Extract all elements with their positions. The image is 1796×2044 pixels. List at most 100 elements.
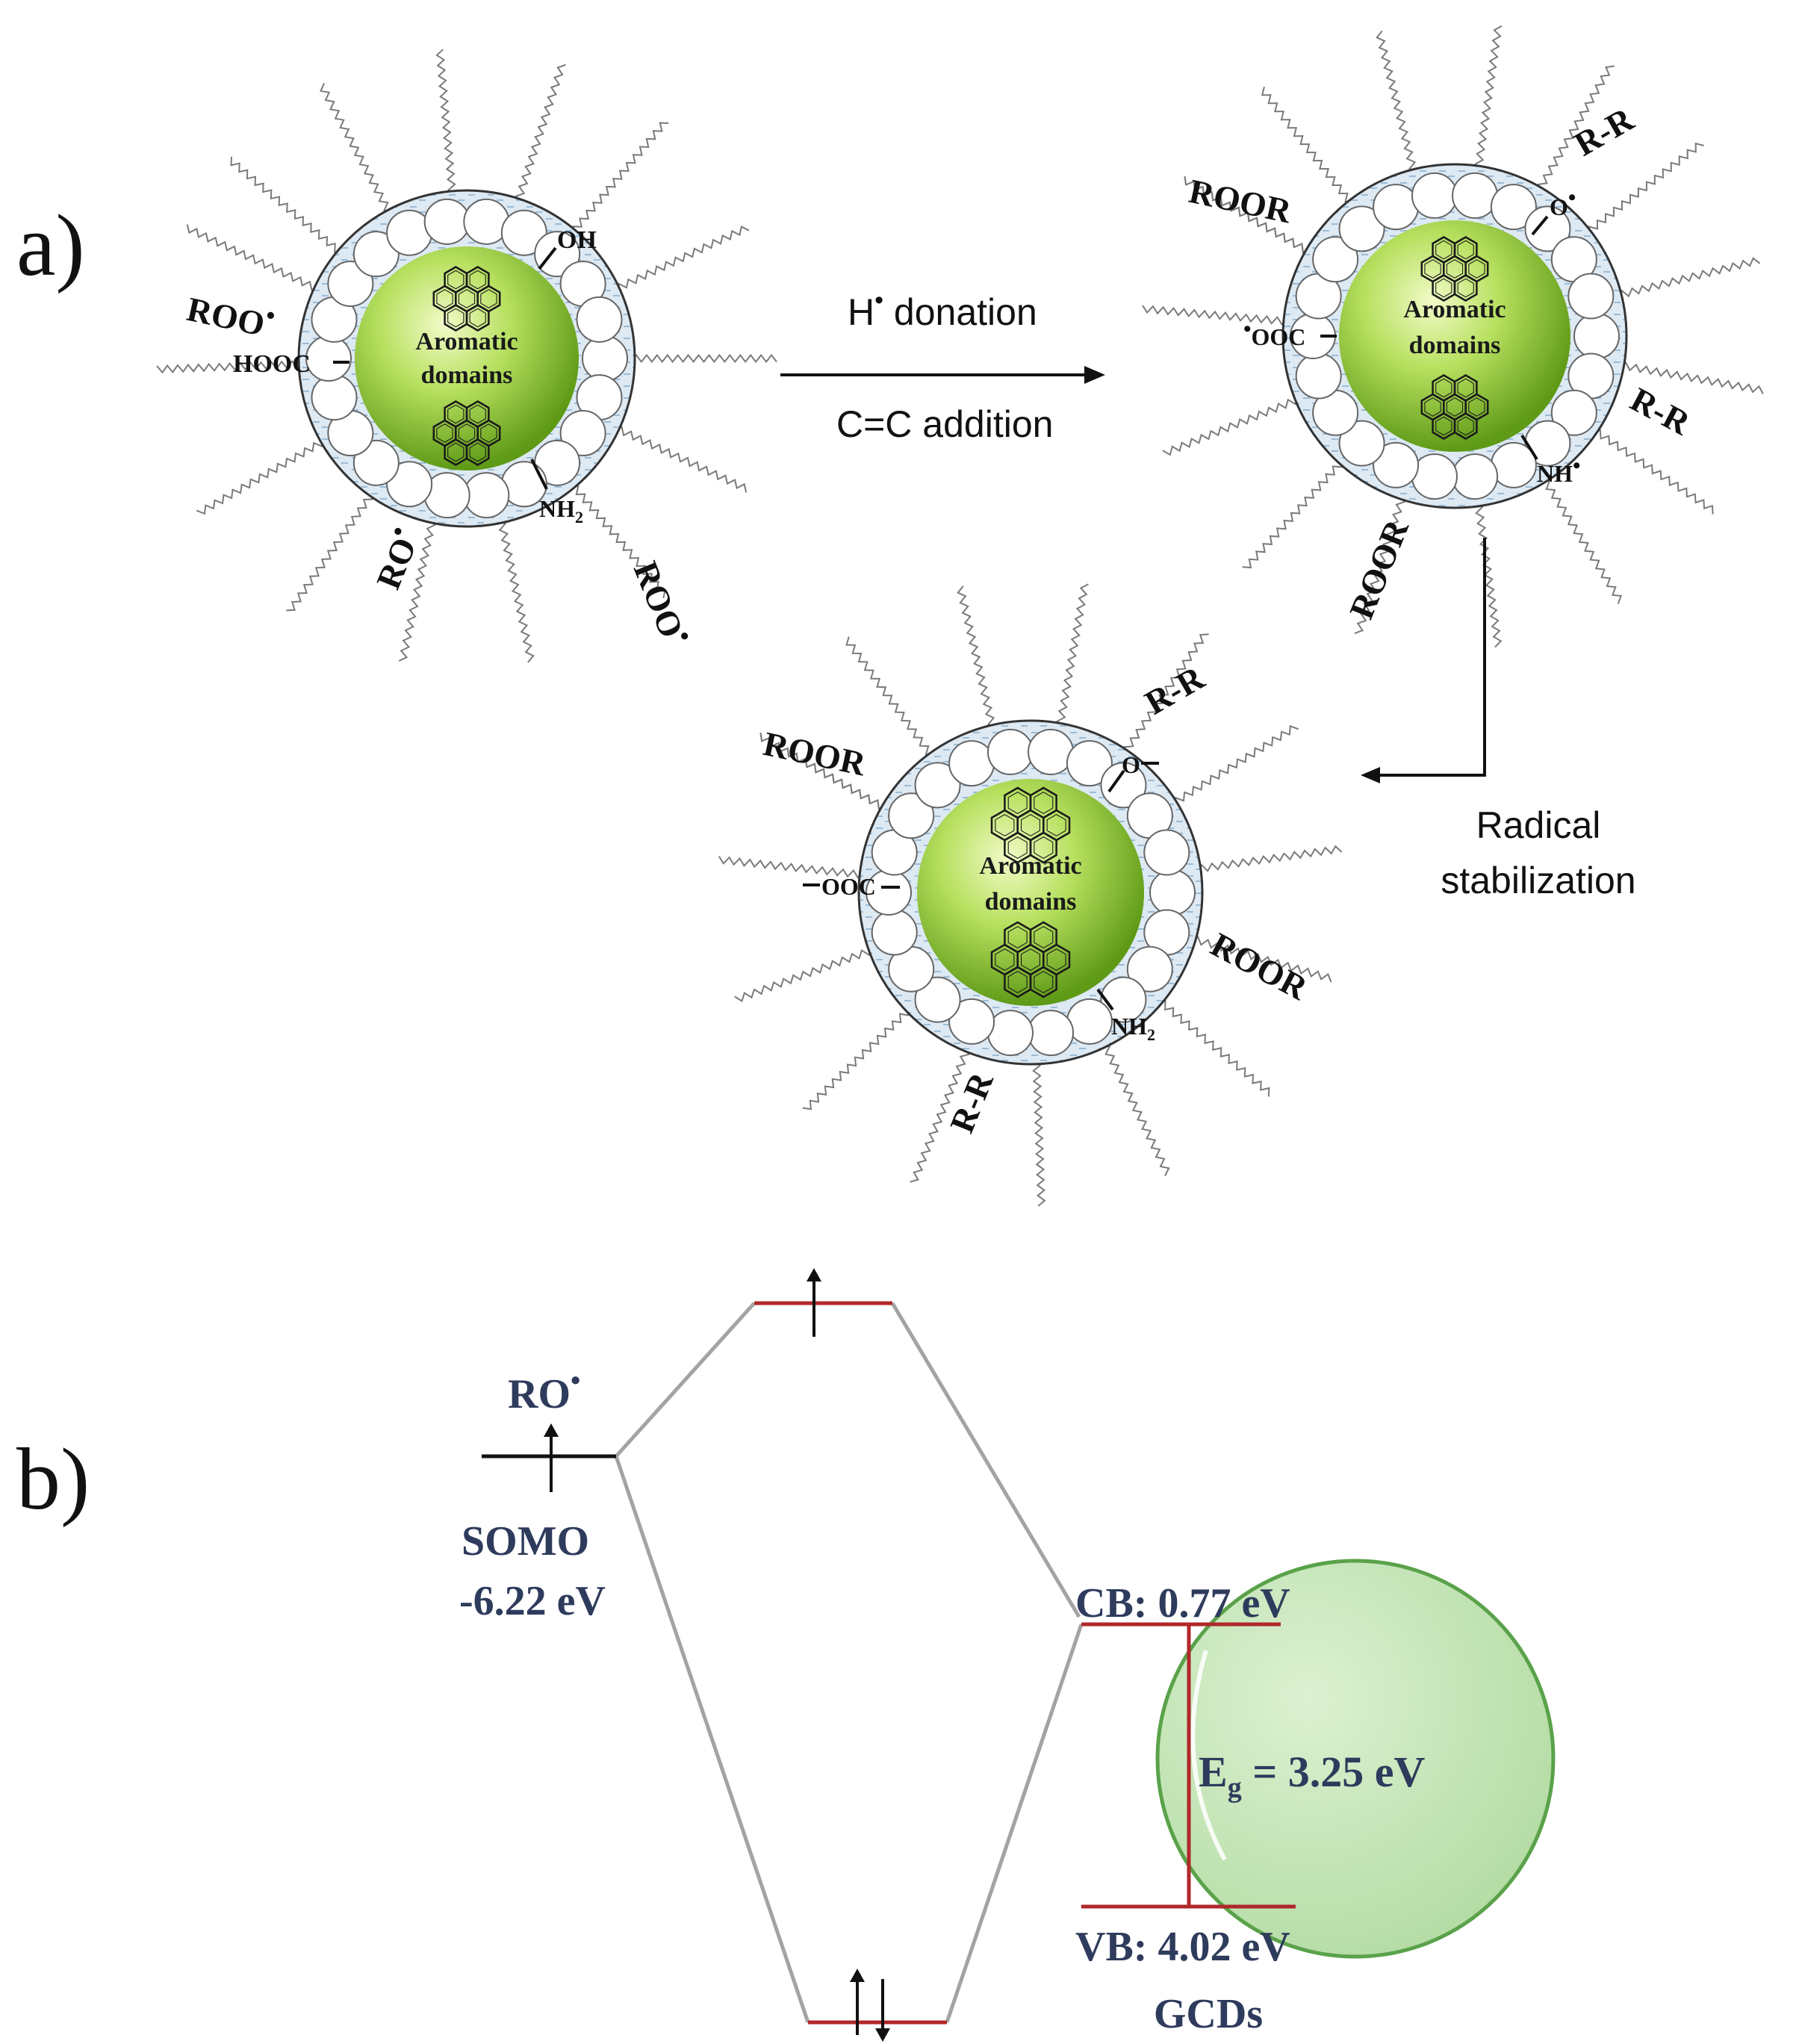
polymer-chain	[1190, 936, 1332, 983]
benzene-ring-inner	[1046, 948, 1066, 972]
nh2-group: NH2	[539, 495, 583, 526]
nh-radical-text: NH	[1537, 460, 1573, 487]
o-radical-text: O	[1550, 193, 1568, 220]
benzene-ring-inner	[1034, 925, 1054, 949]
o-radical-bond	[1531, 215, 1549, 236]
benzene-ring-inner	[1424, 259, 1441, 279]
benzene-ring-inner	[1457, 378, 1474, 398]
particle-1-chains	[156, 49, 777, 663]
nh-radical-bond	[1520, 434, 1538, 461]
gcd-sphere	[1155, 1559, 1556, 1959]
polymer-chain	[1101, 1044, 1170, 1176]
o-radical: O•	[1550, 185, 1576, 220]
shell-bead	[1295, 352, 1342, 400]
polymer-chain	[435, 49, 456, 196]
ro-radical: RO•	[364, 522, 426, 594]
benzene-ring-inner	[480, 289, 497, 308]
shell-bead	[1373, 184, 1420, 231]
antibonding-to-cb-line	[890, 1302, 1081, 1618]
arrow-label-bottom: C=C addition	[836, 403, 1053, 445]
polymer-chain	[1354, 494, 1406, 635]
gcds-label: GCDs	[1154, 1991, 1263, 2037]
polymer-chain	[572, 122, 669, 235]
polymer-chain	[1474, 502, 1503, 648]
particle-2-aromatic-rings-top	[1420, 236, 1489, 302]
shell-bead	[386, 461, 433, 508]
ooc-radical: •OOC	[1243, 317, 1305, 350]
benzene-ring-inner	[1021, 948, 1040, 972]
antibonding-electron-up-arrow	[807, 1268, 821, 1282]
roo-left-text: ROO	[184, 290, 268, 344]
benzene-ring-inner	[1007, 791, 1028, 815]
stabilization-label-line2: stabilization	[1441, 860, 1635, 901]
shell-bead	[948, 998, 995, 1045]
arrow-label-h-dot: •	[874, 286, 883, 314]
shell-bead	[1452, 172, 1499, 219]
benzene-ring-inner	[1435, 240, 1452, 260]
shell-bead	[1028, 728, 1075, 775]
somo-energy: -6.22 eV	[459, 1578, 606, 1624]
benzene-ring-inner	[1457, 416, 1474, 436]
polymer-chain	[718, 856, 865, 879]
benzene-ring	[1453, 374, 1478, 402]
bonding-to-gcd-line	[945, 1624, 1084, 2023]
polymer-chain	[186, 224, 320, 291]
shell-bead	[986, 1010, 1034, 1057]
polymer-chain	[497, 519, 535, 663]
nh2-p3-group: NH2	[1111, 1013, 1155, 1044]
ro-radical-label: RO•	[508, 1365, 580, 1417]
gcd-sphere-highlight	[1190, 1650, 1227, 1861]
polymer-chain	[515, 63, 566, 204]
benzene-ring-inner	[1007, 836, 1028, 860]
oh-bond	[538, 246, 557, 270]
hooc-group: HOOC	[233, 350, 311, 378]
benzene-ring	[465, 304, 490, 332]
polymer-chain	[1541, 479, 1623, 604]
benzene-ring-inner	[1446, 259, 1464, 279]
polymer-chain	[630, 353, 777, 364]
shell-bead	[1100, 762, 1147, 809]
shell-bead	[305, 335, 352, 382]
shell-bead	[1100, 976, 1147, 1023]
shell-bead	[1028, 1010, 1075, 1057]
shell-bead	[327, 260, 374, 307]
benzene-ring-inner	[1007, 970, 1028, 994]
particle-1-core-label-line1: Aromatic	[415, 328, 518, 355]
shell-bead	[534, 231, 581, 278]
polymer-chain	[1032, 1060, 1046, 1207]
shell-bead	[576, 296, 623, 343]
shell-bead	[888, 792, 935, 839]
polymer-chain	[1619, 361, 1764, 394]
ooc-minus: OOC	[821, 873, 876, 900]
benzene-ring-inner	[1457, 278, 1474, 298]
polymer-chain	[1142, 305, 1288, 326]
benzene-ring-inner	[1034, 791, 1054, 815]
band-gap-label: Eg = 3.25 eV	[1199, 1748, 1425, 1804]
shell-bead	[1411, 172, 1458, 219]
shell-bead	[1573, 313, 1620, 359]
somo-to-bonding-line	[614, 1456, 810, 2023]
shell-bead	[1066, 740, 1113, 787]
benzene-ring-inner	[436, 423, 453, 443]
vb-label: VB: 4.02 eV	[1075, 1924, 1290, 1970]
polymer-chain	[1591, 429, 1714, 515]
polymer-chain	[1196, 845, 1343, 873]
shell-bead	[1149, 869, 1196, 916]
particle-3-aromatic-rings-bottom	[990, 921, 1071, 998]
roor-top: ROOR	[1186, 172, 1295, 231]
shell-bead	[311, 374, 358, 421]
benzene-ring-inner	[1034, 836, 1054, 860]
benzene-ring	[465, 266, 490, 293]
polymer-chain	[398, 518, 436, 662]
shell-bead	[559, 410, 606, 457]
shell-bead	[1373, 441, 1420, 488]
particle-2-core	[1339, 220, 1570, 452]
benzene-ring-inner	[469, 308, 486, 328]
rr-top: R-R	[1568, 99, 1641, 163]
polymer-chain	[1618, 257, 1761, 299]
particle-2-chains	[1142, 25, 1764, 648]
particle-1: Aromatic domains OH HOOC NH2 ROO• ROO• R…	[156, 49, 777, 663]
rr-right: R-R	[1624, 380, 1697, 443]
shell-bead	[1452, 453, 1499, 500]
